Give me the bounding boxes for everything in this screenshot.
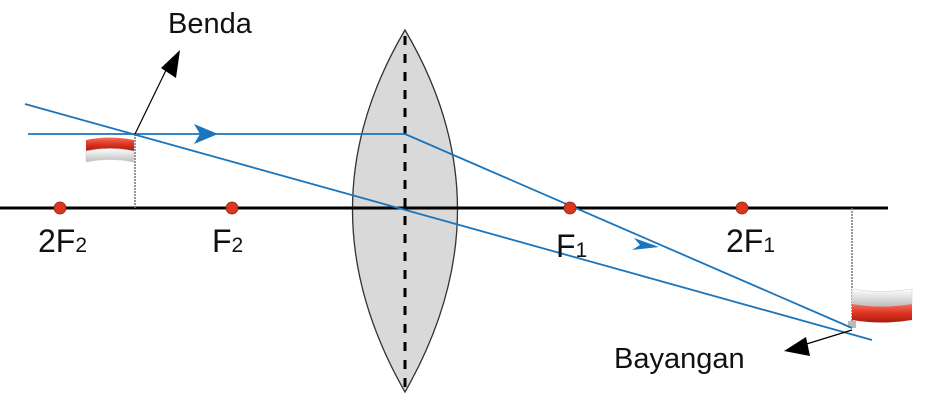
- focal-point-2f1: [735, 201, 749, 215]
- arrow-up-right-icon: [161, 50, 180, 78]
- refracted-ray: [404, 133, 853, 329]
- ray-direction-arrow: [194, 124, 218, 144]
- arrow-left-icon: [784, 337, 810, 356]
- focal-point-2f2: [53, 201, 67, 215]
- convex-lens: [351, 28, 459, 394]
- focal-point-f1: [563, 201, 577, 215]
- label-2f2: 2F2: [38, 223, 87, 259]
- image-pointer-line: [799, 329, 853, 347]
- image-label: Bayangan: [614, 343, 745, 375]
- label-2f1: 2F1: [726, 223, 775, 259]
- object-label: Benda: [168, 8, 253, 40]
- central-ray: [24, 103, 873, 341]
- focal-points: [53, 201, 749, 215]
- object-flag-icon: [85, 134, 136, 208]
- focal-point-f2: [225, 201, 239, 215]
- image-flag-icon: [848, 208, 913, 328]
- label-f1: F1: [556, 228, 587, 264]
- object-pointer-line: [134, 61, 171, 135]
- ray-direction-arrow: [632, 238, 659, 250]
- label-f2: F2: [212, 223, 243, 259]
